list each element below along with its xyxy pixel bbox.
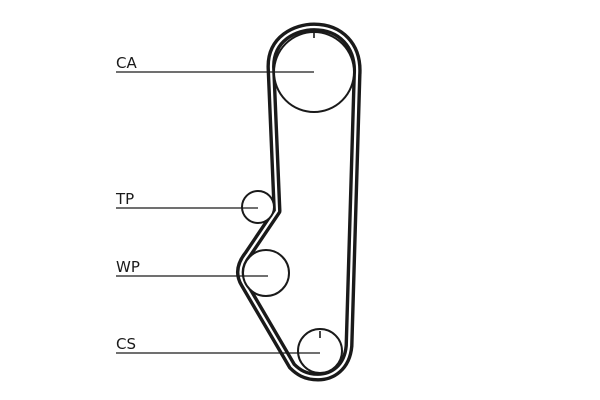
timing-belt-inner-edge <box>239 25 359 379</box>
water-pump-pulley <box>242 249 290 297</box>
crankshaft-sprocket <box>297 328 343 374</box>
wp-label: WP <box>116 258 140 276</box>
tensioner-pulley <box>241 190 275 224</box>
ca-label: CA <box>116 54 137 72</box>
tp-label: TP <box>115 190 134 208</box>
cs-label: CS <box>116 335 136 353</box>
